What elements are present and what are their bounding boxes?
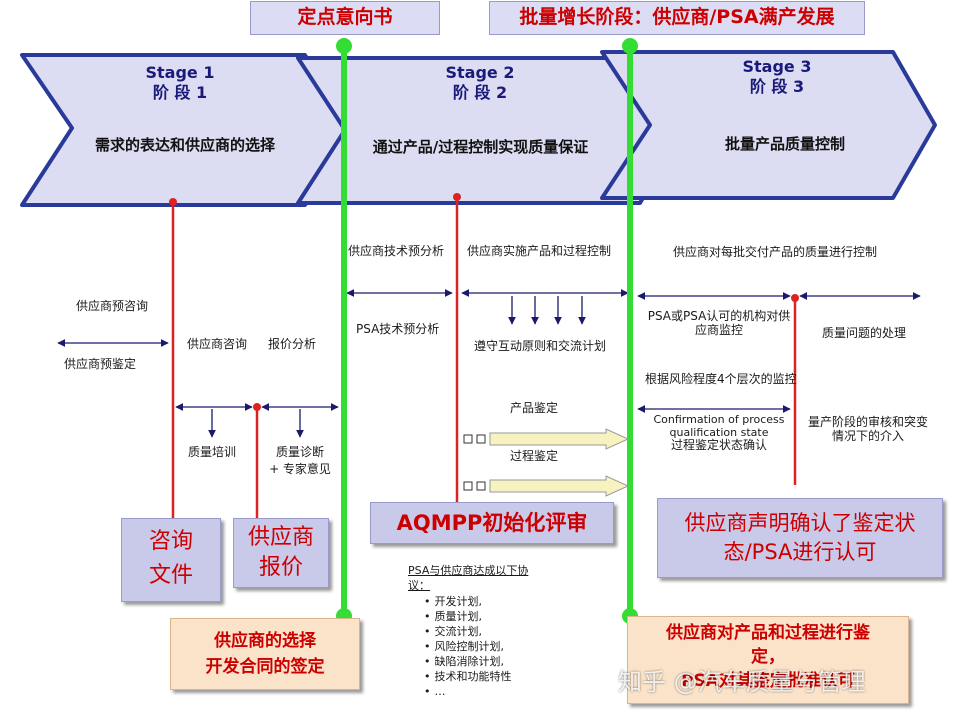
stage-2-title-en: Stage 2 xyxy=(445,63,515,82)
stage-1-title-en: Stage 1 xyxy=(145,63,215,82)
label-psa-monitor-line1: PSA或PSA认可的机构对供 xyxy=(647,309,791,323)
supplier-quote-box: 供应商 报价 xyxy=(233,518,329,588)
agreement-list: 开发计划, 质量计划, 交流计划, 风险控制计划, 缺陷消除计划, 技术和功能特… xyxy=(408,594,578,699)
agreement-item: 缺陷消除计划, xyxy=(424,654,578,669)
label-supplier-consult: 供应商咨询 xyxy=(187,337,248,351)
supplier-declare-line1: 供应商声明确认了鉴定状 xyxy=(684,511,916,535)
supplier-declare-line2: 态/PSA进行认可 xyxy=(723,540,877,564)
label-quality-training: 质量培训 xyxy=(188,445,237,459)
label-mass-audit-line1: 量产阶段的审核和突变 xyxy=(807,415,928,429)
agreement-block: PSA与供应商达成以下协 议： 开发计划, 质量计划, 交流计划, 风险控制计划… xyxy=(408,563,578,699)
stage-3-title: Stage 3 阶 段 3 xyxy=(717,57,837,97)
label-quality-diagnosis-line1: 质量诊断 xyxy=(275,445,324,459)
agreement-item: 风险控制计划, xyxy=(424,639,578,654)
label-supplier-impl: 供应商实施产品和过程控制 xyxy=(467,244,612,258)
red-milestone-dots xyxy=(169,193,799,411)
supplier-quote-line1: 供应商 xyxy=(247,525,314,550)
label-confirmation-cn: 过程鉴定状态确认 xyxy=(670,438,767,453)
label-expert-opinion: + 专家意见 xyxy=(269,461,331,476)
label-supplier-batch-control: 供应商对每批交付产品的质量进行控制 xyxy=(673,245,878,259)
label-mass-audit: 量产阶段的审核和突变 情况下的介入 xyxy=(798,415,938,444)
stage-3-title-en: Stage 3 xyxy=(742,57,812,76)
agreement-item: … xyxy=(424,684,578,699)
consult-docs-box: 咨询 文件 xyxy=(121,518,221,602)
stage-3-chevron xyxy=(600,50,937,200)
label-confirmation: Confirmation of process qualification st… xyxy=(640,413,798,453)
supplier-approval-line1: 供应商对产品和过程进行鉴 xyxy=(666,623,870,643)
label-mass-audit-line2: 情况下的介入 xyxy=(831,428,904,443)
label-psa-tech-pre: PSA技术预分析 xyxy=(356,322,440,336)
agreement-item: 技术和功能特性 xyxy=(424,669,578,684)
stage-3-desc: 批量产品质量控制 xyxy=(724,135,845,153)
label-supplier-pre-consult: 供应商预咨询 xyxy=(76,299,149,313)
aqmpp-box: AQMPP初始化评审 xyxy=(370,502,614,544)
label-product-qual: 产品鉴定 xyxy=(510,401,559,415)
agreement-item: 交流计划, xyxy=(424,624,578,639)
stage-1-title: Stage 1 阶 段 1 xyxy=(120,63,240,103)
supplier-approval-line2: 定， xyxy=(751,647,785,667)
label-interaction-principle: 遵守互动原则和交流计划 xyxy=(474,339,607,353)
supplier-approval-box: 供应商对产品和过程进行鉴 定， PSA对其鉴定批准认可 xyxy=(627,616,909,704)
stage-2-title-cn: 阶 段 2 xyxy=(452,83,508,102)
label-quality-problem: 质量问题的处理 xyxy=(822,326,907,340)
red-milestone-lines xyxy=(171,197,797,520)
label-confirmation-en-1: Confirmation of process xyxy=(653,413,785,426)
label-quality-diagnosis: 质量诊断 + 专家意见 xyxy=(262,445,338,477)
supplier-declare-box: 供应商声明确认了鉴定状 态/PSA进行认可 xyxy=(657,498,943,578)
consult-docs-line2: 文件 xyxy=(148,563,193,588)
agreement-title: PSA与供应商达成以下协 议： xyxy=(408,563,578,593)
stage-2-title: Stage 2 阶 段 2 xyxy=(420,63,540,103)
supplier-selection-line2: 开发合同的签定 xyxy=(205,657,325,677)
mass-growth-header: 批量增长阶段：供应商/PSA满产发展 xyxy=(489,1,865,35)
stage-2-desc: 通过产品/过程控制实现质量保证 xyxy=(372,138,589,156)
label-risk-monitor: 根据风险程度4个层次的监控 xyxy=(645,372,797,386)
label-confirmation-en-2: qualification state xyxy=(669,425,769,439)
supplier-selection-line1: 供应商的选择 xyxy=(214,631,316,651)
double-arrows xyxy=(57,289,921,413)
stage-3-title-cn: 阶 段 3 xyxy=(749,77,805,96)
agreement-item: 质量计划, xyxy=(424,609,578,624)
stage-1-desc: 需求的表达和供应商的选择 xyxy=(94,136,275,154)
supplier-selection-box: 供应商的选择 开发合同的签定 xyxy=(170,618,360,690)
watermark: 知乎 @汽车质量与管理 xyxy=(618,668,866,696)
down-arrows xyxy=(208,296,586,438)
supplier-approval-line3: PSA对其鉴定批准认可 xyxy=(681,671,855,691)
label-psa-monitor-line2: 应商监控 xyxy=(694,322,743,337)
supplier-quote-line2: 报价 xyxy=(258,555,303,580)
green-milestone-lines xyxy=(341,46,633,616)
label-supplier-pre-qual: 供应商预鉴定 xyxy=(64,357,137,371)
qualification-arrows xyxy=(463,428,630,497)
label-quote-analysis: 报价分析 xyxy=(268,337,317,351)
agreement-title-line1: PSA与供应商达成以下协 xyxy=(408,564,529,577)
agreement-item: 开发计划, xyxy=(424,594,578,609)
agreement-title-line2: 议： xyxy=(408,579,430,592)
consult-docs-line1: 咨询 xyxy=(148,529,193,554)
label-supplier-tech-pre: 供应商技术预分析 xyxy=(348,244,445,258)
stage-1-title-cn: 阶 段 1 xyxy=(152,83,208,102)
label-process-qual: 过程鉴定 xyxy=(510,449,559,463)
intent-letter-header: 定点意向书 xyxy=(250,1,440,35)
label-psa-monitor: PSA或PSA认可的机构对供 应商监控 xyxy=(640,309,798,338)
